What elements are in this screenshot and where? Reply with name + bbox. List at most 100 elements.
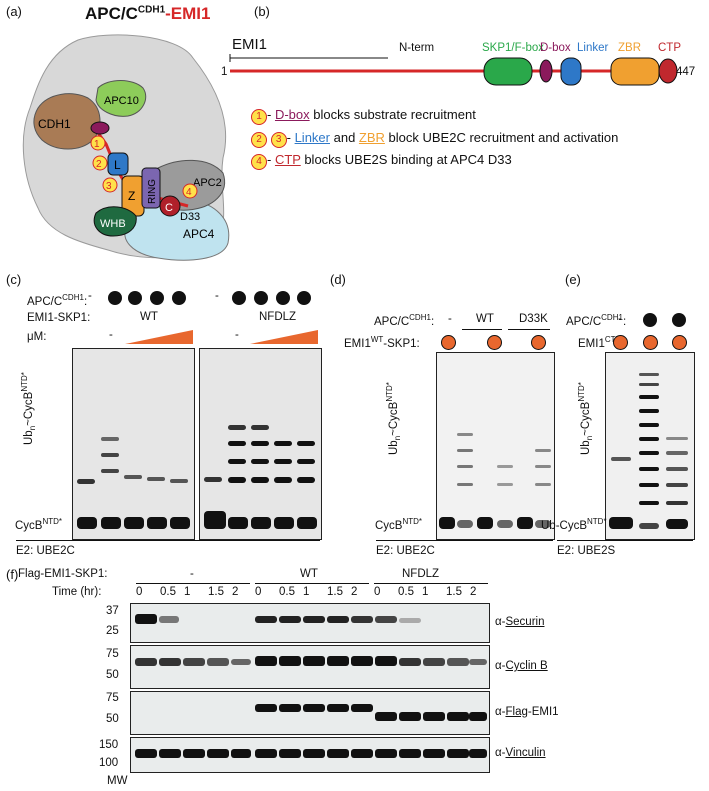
dbox-domain [539, 59, 553, 83]
linker-label: L [114, 158, 121, 172]
e-row1: APC/CCDH1: [566, 313, 627, 328]
emi1-start: 1 [221, 66, 228, 78]
f-time-label: 2 [470, 586, 477, 598]
c-row1: APC/CCDH1: [27, 293, 88, 308]
marker-4: 4 [186, 187, 192, 198]
e-gel [605, 352, 695, 540]
ring-label: RING [147, 179, 158, 204]
c-dash-4: - [235, 329, 239, 341]
emi1-end: 447 [676, 66, 696, 78]
panel-e-label: (e) [565, 272, 581, 287]
legend-line-3: 4- CTP blocks UBE2S binding at APC4 D33 [251, 152, 512, 170]
marker-1: 1 [94, 139, 100, 150]
f-row1: Flag-EMI1-SKP1: [18, 568, 108, 580]
apc10-shape [95, 80, 147, 117]
panel-b-label: (b) [254, 4, 270, 19]
f-time-label: 1.5 [208, 586, 224, 598]
ab-flag: α-Flag-EMI1 [495, 706, 559, 718]
linker-label-b: Linker [577, 42, 609, 54]
c-dash-2: - [215, 290, 219, 302]
zbr-label: Z [128, 189, 135, 203]
apc2-label: APC2 [193, 177, 222, 189]
c-wt-gradient [125, 330, 193, 344]
ab-vinculin: α-Vinculin [495, 747, 546, 759]
d33-label: D33 [180, 211, 200, 223]
linker-domain [560, 57, 582, 86]
c-gel-right [199, 348, 322, 540]
mw-flag-1: 75 [106, 692, 119, 704]
f-time-label: 0 [255, 586, 262, 598]
c-nfdlz-label: NFDLZ [259, 311, 297, 323]
c-row2: EMI1-SKP1: [27, 312, 91, 324]
d-d33k-label: D33K [519, 313, 548, 325]
c-row3: μM: [27, 331, 47, 343]
ctp-label: C [165, 202, 173, 214]
f-time-label: 2 [232, 586, 239, 598]
e-cyc-label: Ub-CycBNTD* [541, 517, 607, 532]
f-time-label: 1 [303, 586, 310, 598]
c-nfdlz-gradient [250, 330, 318, 344]
c-dash-1: - [88, 290, 92, 302]
skp1-label: SKP1/F-box [482, 42, 544, 54]
f-blot-cyclinb [130, 645, 490, 689]
legend-line-1: 1- D-box blocks substrate recruitment [251, 107, 476, 125]
c-dash-3: - [109, 329, 113, 341]
mw-cyclinb-1: 75 [106, 648, 119, 660]
f-row2: Time (hr): [52, 586, 102, 598]
f-time-label: 0 [136, 586, 143, 598]
d-ub-label: Ubn~CycBNTD* [385, 382, 403, 455]
e-ub-label: Ubn~CycBNTD* [577, 382, 595, 455]
panel-a-title: APC/CCDH1-EMI1 [85, 4, 211, 23]
mw-securin-2: 25 [106, 625, 119, 637]
f-time-label: 0.5 [160, 586, 176, 598]
d-dash: - [448, 313, 452, 325]
f-time-label: 0.5 [398, 586, 414, 598]
f-time-label: 1.5 [446, 586, 462, 598]
d-cyc-label: CycBNTD* [375, 517, 423, 532]
emi1-label: EMI1 [232, 36, 268, 53]
f-time-label: 0 [374, 586, 381, 598]
c-wt-label: WT [140, 311, 158, 323]
marker-3: 3 [106, 181, 112, 192]
f-blot-vinculin [130, 737, 490, 773]
f-group-minus: - [190, 568, 194, 580]
zbr-domain [610, 57, 660, 86]
linker-shape [107, 152, 129, 176]
whb-label: WHB [100, 218, 126, 230]
e-dash: - [618, 313, 622, 325]
f-group-wt: WT [300, 568, 318, 580]
e-e2-label: E2: UBE2S [557, 545, 616, 557]
d-e2-label: E2: UBE2C [376, 545, 435, 557]
whb-shape [93, 206, 137, 237]
dbox-shape [90, 121, 110, 135]
ab-cyclinb: α-Cyclin B [495, 660, 548, 672]
c-gel-left [72, 348, 195, 540]
f-group-nfdlz: NFDLZ [402, 568, 440, 580]
emi1-domain-map [229, 54, 678, 86]
f-blot-securin [130, 603, 490, 643]
apc4-label: APC4 [183, 227, 215, 241]
panel-a-label: (a) [6, 4, 22, 19]
d-wt-label: WT [476, 313, 494, 325]
cdh1-label: CDH1 [38, 117, 71, 131]
mw-flag-2: 50 [106, 713, 119, 725]
c-ub-label: Ubn~CycBNTD* [20, 372, 38, 445]
apc10-label: APC10 [104, 95, 139, 107]
zbr-label-b: ZBR [618, 42, 641, 54]
f-time-label: 1 [422, 586, 429, 598]
marker-2: 2 [96, 159, 102, 170]
mw-cyclinb-2: 50 [106, 669, 119, 681]
f-time-label: 2 [351, 586, 358, 598]
dbox-label: D-box [540, 42, 571, 54]
ab-securin: α-Securin [495, 616, 545, 628]
panel-c-label: (c) [6, 272, 22, 287]
nterm-label: N-term [399, 42, 435, 54]
ctp-domain [658, 58, 678, 84]
c-e2-label: E2: UBE2C [16, 545, 75, 557]
f-time-label: 1 [184, 586, 191, 598]
f-blot-flag [130, 691, 490, 735]
mw-vinculin-1: 150 [99, 739, 119, 751]
mw-vinculin-2: 100 [99, 757, 119, 769]
c-cyc-label: CycBNTD* [15, 517, 63, 532]
ctp-shape [159, 195, 181, 217]
